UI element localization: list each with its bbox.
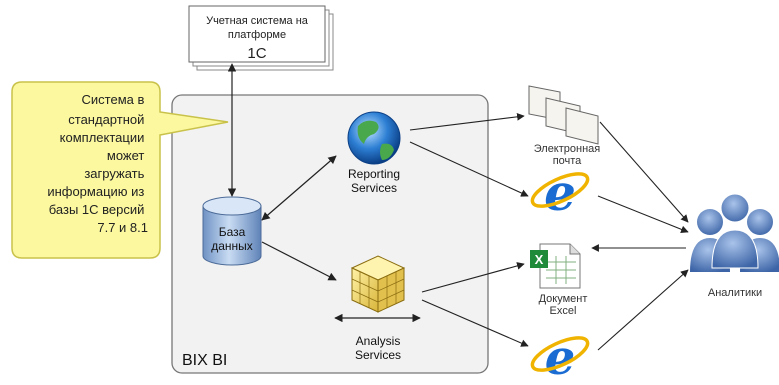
analysis-services-node: Analysis Services xyxy=(334,255,421,362)
callout-line-1: Система в xyxy=(82,92,145,107)
excel-node: X Документ Excel xyxy=(530,243,588,317)
email-line2: почта xyxy=(553,155,582,167)
source-system-node: Учетная система на платформе 1С xyxy=(188,5,334,71)
email-line1: Электронная xyxy=(534,143,601,155)
excel-line1: Документ xyxy=(539,293,588,305)
callout-line-8: 7.7 и 8.1 xyxy=(97,220,148,235)
svg-text:Система в стандартной: Система в стандартной комплектации может… xyxy=(47,92,148,235)
browser-node-top: e xyxy=(530,163,590,222)
arrow-email-analysts xyxy=(599,121,689,223)
internet-explorer-icon: e xyxy=(530,163,590,222)
analysis-line2: Services xyxy=(355,348,401,362)
arrow-db-reporting xyxy=(261,155,337,221)
platform-box: BIX BI xyxy=(171,94,489,374)
source-system-line2: платформе xyxy=(228,29,286,41)
arrow-analysis-ie xyxy=(421,299,529,347)
callout-line-6: информацию из xyxy=(47,184,144,199)
callout-line-3: комплектации xyxy=(60,130,145,145)
excel-line2: Excel xyxy=(550,305,577,317)
source-system-line1: Учетная система на xyxy=(206,15,309,27)
analysis-line1: Analysis xyxy=(356,334,401,348)
callout-line-7: базы 1С версий xyxy=(49,202,145,217)
database-node: База данных xyxy=(202,196,262,266)
analysts-node: Аналитики xyxy=(690,193,779,299)
arrow-ie-bottom-analysts xyxy=(597,269,689,351)
reporting-line2: Services xyxy=(351,181,397,195)
callout-line-2: стандартной xyxy=(68,112,144,127)
email-icon xyxy=(528,85,599,145)
arrow-db-analysis xyxy=(261,241,337,281)
arrow-reporting-ie xyxy=(409,141,529,197)
analysts-label: Аналитики xyxy=(708,287,762,299)
browser-node-bottom: e xyxy=(530,330,590,385)
database-line1: База xyxy=(219,225,246,239)
callout-line-5: загружать xyxy=(84,166,144,181)
email-node: Электронная почта xyxy=(528,85,601,167)
reporting-line1: Reporting xyxy=(348,167,400,181)
platform-label: BIX BI xyxy=(182,352,227,369)
internet-explorer-icon: e xyxy=(530,330,590,385)
cube-icon xyxy=(334,255,421,323)
arrow-reporting-email xyxy=(409,113,525,131)
database-line2: данных xyxy=(211,239,253,253)
users-icon xyxy=(690,193,779,272)
callout-line-4: может xyxy=(107,148,145,163)
database-icon xyxy=(202,196,262,266)
arrow-analysis-excel xyxy=(421,262,525,293)
arrow-ie-analysts xyxy=(597,195,689,234)
reporting-services-node: Reporting Services xyxy=(347,111,401,195)
globe-icon xyxy=(347,111,401,165)
svg-text:e: e xyxy=(544,163,576,222)
svg-text:X: X xyxy=(535,252,544,267)
source-system-line3: 1С xyxy=(247,45,266,62)
callout-bubble: Система в стандартной комплектации может… xyxy=(11,81,229,259)
excel-icon: X xyxy=(530,243,581,289)
